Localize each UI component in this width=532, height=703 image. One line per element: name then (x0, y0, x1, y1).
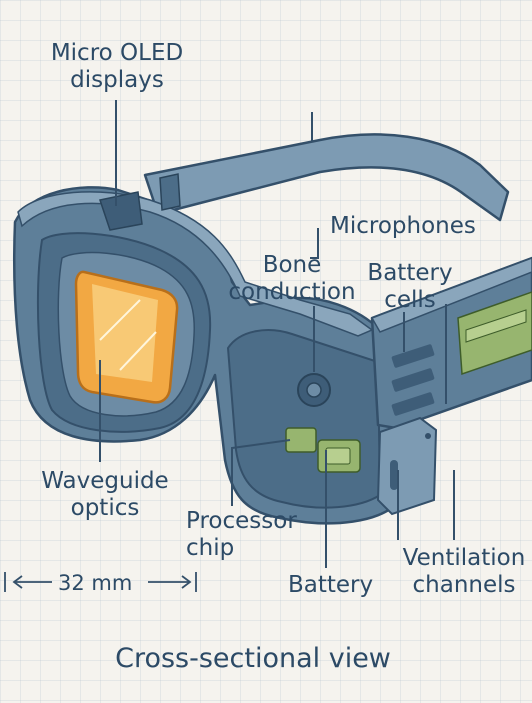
battery-cell-slot (391, 344, 435, 368)
ventilation-block (376, 416, 438, 516)
micro-oled-slot (99, 191, 143, 231)
label-processor-chip: Processor chip (186, 508, 297, 561)
dimension-label: 32 mm (58, 571, 133, 595)
dimension-line (4, 572, 197, 592)
label-micro-oled: Micro OLED displays (50, 40, 184, 93)
processor-chip (285, 427, 317, 453)
far-temple-arm (143, 133, 510, 222)
right-lens-rim (226, 329, 382, 509)
circuit-board (457, 291, 532, 376)
leader-lines (99, 100, 455, 568)
label-microphones: Microphones (330, 213, 476, 239)
label-ventilation-channels: Ventilation channels (402, 545, 526, 598)
label-battery: Battery (288, 572, 374, 598)
label-bone-conduction: Bone conduction (228, 252, 356, 305)
diagram-title: Cross-sectional view (115, 643, 391, 674)
label-waveguide-optics: Waveguide optics (41, 468, 169, 521)
label-battery-cells: Battery cells (367, 260, 453, 313)
